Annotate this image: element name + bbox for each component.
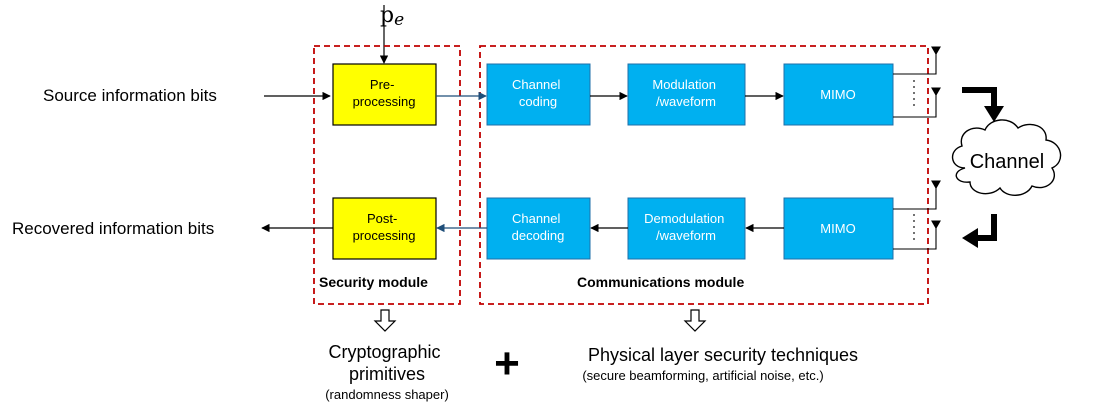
crypto-down-arrow-icon bbox=[373, 309, 397, 332]
plus-sign: + bbox=[494, 339, 520, 388]
postprocessing-line1: Post- bbox=[367, 211, 397, 226]
channel-coding-line1: Channel bbox=[512, 77, 561, 92]
modulation-line1: Modulation bbox=[652, 77, 716, 92]
demodulation-line2: /waveform bbox=[656, 228, 716, 243]
tx-mimo-label: MIMO bbox=[820, 87, 855, 102]
crypto-line1: Cryptographic bbox=[328, 342, 440, 362]
preprocessing-line2: processing bbox=[353, 94, 416, 109]
communications-module-border bbox=[479, 45, 929, 305]
crypto-note: (randomness shaper) bbox=[325, 387, 449, 402]
preprocessing-block bbox=[332, 63, 437, 126]
svg-text:Demodulation /waveform: Demodulation /waveform bbox=[644, 211, 728, 243]
tx-to-channel-arrow-icon bbox=[962, 87, 997, 110]
svg-text:Channel coding: Channel coding bbox=[512, 77, 564, 109]
postprocessing-block bbox=[332, 197, 437, 260]
channel-decoding-line1: Channel bbox=[512, 211, 561, 226]
pls-note: (secure beamforming, artificial noise, e… bbox=[582, 368, 823, 383]
tx-antenna-icon bbox=[893, 46, 941, 118]
demodulation-block bbox=[627, 197, 746, 260]
channel-to-rx-arrow-icon bbox=[975, 214, 997, 241]
pls-label: Physical layer security techniques bbox=[588, 345, 858, 365]
security-module-label: Security module bbox=[319, 274, 428, 290]
tx-mimo-block bbox=[783, 63, 894, 126]
channel-coding-line2: coding bbox=[519, 94, 557, 109]
preprocessing-line1: Pre- bbox=[370, 77, 395, 92]
crypto-line2: primitives bbox=[349, 364, 425, 384]
modulation-line2: /waveform bbox=[656, 94, 716, 109]
modulation-block bbox=[627, 63, 746, 126]
svg-text:Cryptographic primitives: Cryptographic primitives bbox=[328, 342, 445, 384]
rx-antenna-icon bbox=[893, 180, 941, 250]
svg-text:Post- processing: Post- processing bbox=[353, 211, 416, 243]
communications-module-label: Communications module bbox=[577, 274, 744, 290]
svg-text:Pre- processing: Pre- processing bbox=[353, 77, 416, 109]
channel-label: Channel bbox=[970, 151, 1045, 173]
svg-text:Modulation /waveform: Modulation /waveform bbox=[652, 77, 719, 109]
source-label: Source information bits bbox=[43, 86, 217, 105]
recovered-label: Recovered information bits bbox=[12, 219, 214, 238]
channel-cloud-icon bbox=[951, 119, 1062, 196]
svg-text:Channel decoding: Channel decoding bbox=[512, 211, 565, 243]
rx-mimo-label: MIMO bbox=[820, 221, 855, 236]
channel-decoding-block bbox=[486, 197, 591, 260]
demodulation-line1: Demodulation bbox=[644, 211, 724, 226]
pls-down-arrow-icon bbox=[683, 309, 707, 332]
rx-mimo-block bbox=[783, 197, 894, 260]
channel-coding-block bbox=[486, 63, 591, 126]
channel-decoding-line2: decoding bbox=[512, 228, 565, 243]
postprocessing-line2: processing bbox=[353, 228, 416, 243]
security-module-border bbox=[313, 45, 461, 305]
